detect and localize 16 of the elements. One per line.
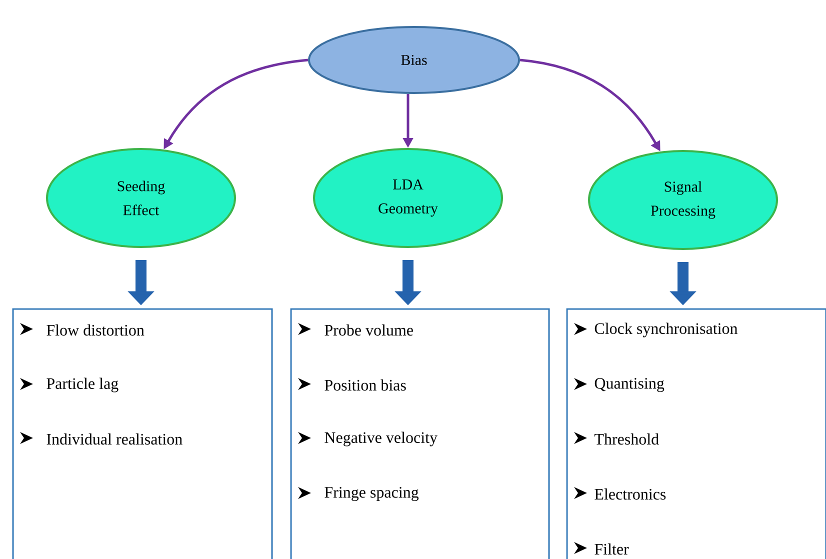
list-item: Individual realisation: [46, 433, 182, 445]
list-item: Threshold: [594, 433, 659, 445]
list-item: Flow distortion: [46, 324, 144, 336]
list-item: Electronics: [594, 488, 666, 500]
list-item: Fringe spacing: [324, 487, 419, 502]
ellipse-node: Bias: [308, 26, 520, 94]
list-item: Clock synchronisation: [594, 322, 738, 338]
list-item: Particle lag: [46, 378, 118, 392]
list-item: Filter: [594, 543, 629, 555]
ellipse-node: Signal Processing: [588, 150, 778, 250]
list-item: Position bias: [324, 379, 406, 391]
ellipse-node: Seeding Effect: [46, 148, 236, 248]
list-item: Negative velocity: [324, 432, 438, 446]
list-item: Quantising: [594, 378, 664, 392]
list-item: Probe volume: [324, 324, 413, 336]
ellipse-node: LDA Geometry: [313, 148, 503, 248]
